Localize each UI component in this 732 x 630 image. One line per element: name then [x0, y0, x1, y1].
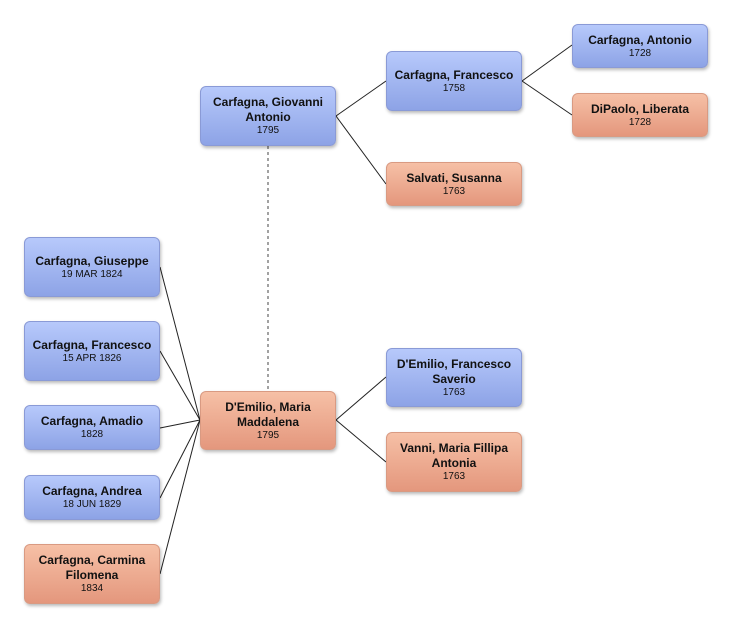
connector-francesco-child-maria [159, 350, 201, 421]
person-name: Carfagna, Giuseppe [35, 253, 149, 268]
person-card-carfagna-giovanni-antonio[interactable]: Carfagna, Giovanni Antonio 1795 [200, 86, 336, 146]
connector-francesco-liberata [521, 80, 573, 116]
person-card-carfagna-antonio[interactable]: Carfagna, Antonio 1728 [572, 24, 708, 68]
person-name: Carfagna, Giovanni Antonio [212, 95, 324, 124]
person-card-carfagna-francesco-1758[interactable]: Carfagna, Francesco 1758 [386, 51, 522, 111]
connector-maria-vanni [335, 419, 387, 463]
child-card-carfagna-francesco[interactable]: Carfagna, Francesco 15 APR 1826 [24, 321, 160, 381]
person-date: 19 MAR 1824 [61, 268, 123, 280]
person-name: Carfagna, Francesco [394, 67, 514, 82]
person-date: 15 APR 1826 [62, 352, 122, 364]
person-date: 1795 [256, 429, 280, 441]
person-name: Vanni, Maria Fillipa Antonia [399, 441, 509, 470]
connector-giovanni-francesco [335, 80, 387, 117]
connector-giuseppe-maria [159, 266, 201, 421]
person-name: DiPaolo, Liberata [590, 101, 690, 116]
connector-giovanni-susanna [335, 115, 387, 185]
connector-andrea-maria [159, 419, 201, 499]
person-date: 1728 [628, 116, 652, 128]
person-date: 1728 [628, 47, 652, 59]
connector-carmina-maria [159, 419, 201, 575]
person-card-demilio-francesco-saverio[interactable]: D'Emilio, Francesco Saverio 1763 [386, 348, 522, 407]
person-date: 18 JUN 1829 [62, 499, 122, 510]
child-card-carfagna-andrea[interactable]: Carfagna, Andrea 18 JUN 1829 [24, 475, 160, 520]
person-date: 1795 [256, 125, 280, 136]
person-card-demilio-maria-maddalena[interactable]: D'Emilio, Maria Maddalena 1795 [200, 391, 336, 450]
person-date: 1763 [442, 471, 466, 482]
person-card-dipaolo-liberata[interactable]: DiPaolo, Liberata 1728 [572, 93, 708, 137]
person-name: D'Emilio, Francesco Saverio [396, 356, 512, 386]
child-card-carfagna-carmina-filomena[interactable]: Carfagna, Carmina Filomena 1834 [24, 544, 160, 604]
person-name: Carfagna, Andrea [42, 484, 142, 498]
person-name: Carfagna, Amadio [40, 414, 144, 428]
person-card-salvati-susanna[interactable]: Salvati, Susanna 1763 [386, 162, 522, 206]
person-name: D'Emilio, Maria Maddalena [225, 399, 311, 429]
person-name: Carfagna, Carmina Filomena [38, 553, 146, 582]
connector-maria-demilio [335, 376, 387, 421]
connector-francesco-antonio [521, 44, 573, 82]
person-name: Carfagna, Francesco [32, 337, 152, 352]
child-card-carfagna-giuseppe[interactable]: Carfagna, Giuseppe 19 MAR 1824 [24, 237, 160, 297]
person-card-vanni-maria-fillipa-antonia[interactable]: Vanni, Maria Fillipa Antonia 1763 [386, 432, 522, 492]
person-name: Carfagna, Antonio [588, 32, 692, 47]
person-date: 1758 [442, 82, 466, 94]
child-card-carfagna-amadio[interactable]: Carfagna, Amadio 1828 [24, 405, 160, 450]
person-date: 1828 [80, 429, 104, 440]
person-name: Salvati, Susanna [406, 170, 502, 185]
person-date: 1763 [442, 185, 466, 197]
person-date: 1763 [442, 386, 466, 398]
person-date: 1834 [80, 583, 104, 594]
connector-amadio-maria [159, 419, 201, 429]
